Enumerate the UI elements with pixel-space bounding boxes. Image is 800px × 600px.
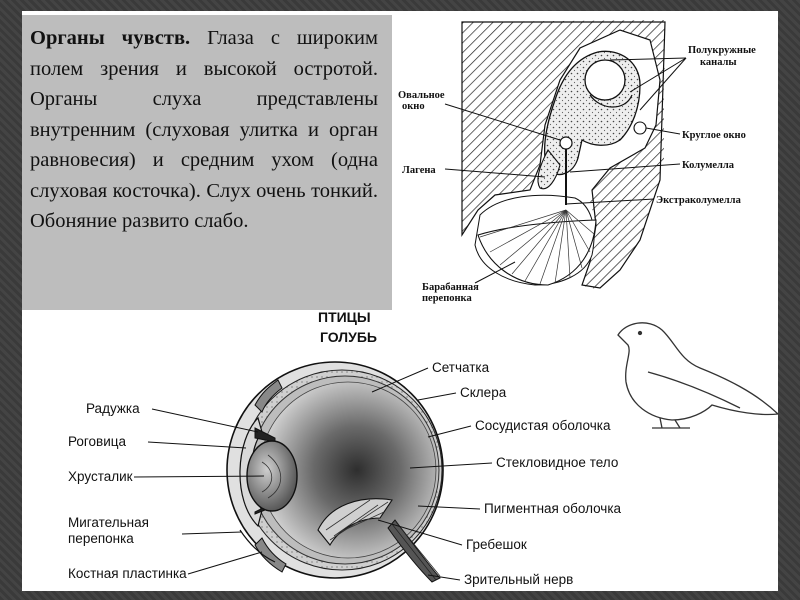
label-columella: Колумелла	[682, 160, 735, 171]
label-tympanic-2: перепонка	[422, 293, 472, 304]
ear-skull-wall	[461, 21, 666, 289]
label-oval-window-2: окно	[402, 101, 425, 112]
ear-diagram: Полукружные каналы Овальное окно Круглое…	[398, 20, 756, 304]
label-sclera: Склера	[460, 385, 507, 400]
label-pigment: Пигментная оболочка	[484, 501, 622, 516]
label-choroid: Сосудистая оболочка	[475, 418, 611, 433]
eye-header-class: ПТИЦЫ	[318, 309, 371, 325]
label-cornea: Роговица	[68, 434, 126, 449]
eye-bony-plate-top	[254, 379, 283, 413]
label-retina: Сетчатка	[432, 360, 490, 375]
label-tympanic-1: Барабанная	[422, 282, 479, 293]
description-textbox: Органы чувств. Глаза с широким полем зре…	[22, 15, 392, 310]
tympanic-membrane-shape	[477, 219, 597, 286]
label-semicircular-2: каналы	[700, 57, 737, 68]
lagena-shape	[537, 149, 561, 190]
pigeon-illustration	[617, 322, 780, 429]
label-extracolumella: Экстраколумелла	[656, 195, 742, 206]
label-nictitating-2: перепонка	[68, 531, 134, 546]
eye-leader-lines	[133, 367, 493, 581]
description-title: Органы чувств.	[30, 27, 191, 49]
label-optic-nerve: Зрительный нерв	[464, 572, 573, 587]
tympanic-membrane-rays	[479, 209, 595, 285]
eye-pecten-folds	[325, 499, 389, 541]
semicircular-canal-arc	[589, 94, 633, 108]
label-vitreous: Стекловидное тело	[496, 455, 618, 470]
label-bony-plate: Костная пластинка	[68, 566, 187, 581]
label-pecten: Гребешок	[466, 537, 527, 552]
eye-lens-rings	[261, 454, 282, 499]
eye-bony-plate-bottom	[254, 537, 287, 573]
description-paragraph: Органы чувств. Глаза с широким полем зре…	[30, 23, 378, 237]
label-semicircular-1: Полукружные	[688, 45, 756, 56]
oval-window-shape	[559, 136, 573, 150]
eye-optic-nerve-fibers	[391, 521, 441, 581]
eye-nictitating-membrane	[239, 529, 276, 563]
description-body: Глаза с широким полем зрения и высокой о…	[30, 27, 378, 232]
label-round-window: Круглое окно	[682, 130, 746, 141]
semicircular-canal-loop	[584, 59, 626, 101]
label-lagena: Лагена	[402, 165, 436, 176]
round-window-shape	[633, 121, 647, 135]
eye-header-species: ГОЛУБЬ	[320, 329, 377, 345]
label-lens: Хрусталик	[68, 469, 133, 484]
label-iris: Радужка	[86, 401, 140, 416]
eye-diagram: ПТИЦЫ ГОЛУБЬ	[68, 309, 780, 587]
ear-leader-lines	[444, 57, 687, 284]
label-nictitating-1: Мигательная	[68, 515, 149, 530]
label-oval-window-1: Овальное	[398, 90, 445, 101]
